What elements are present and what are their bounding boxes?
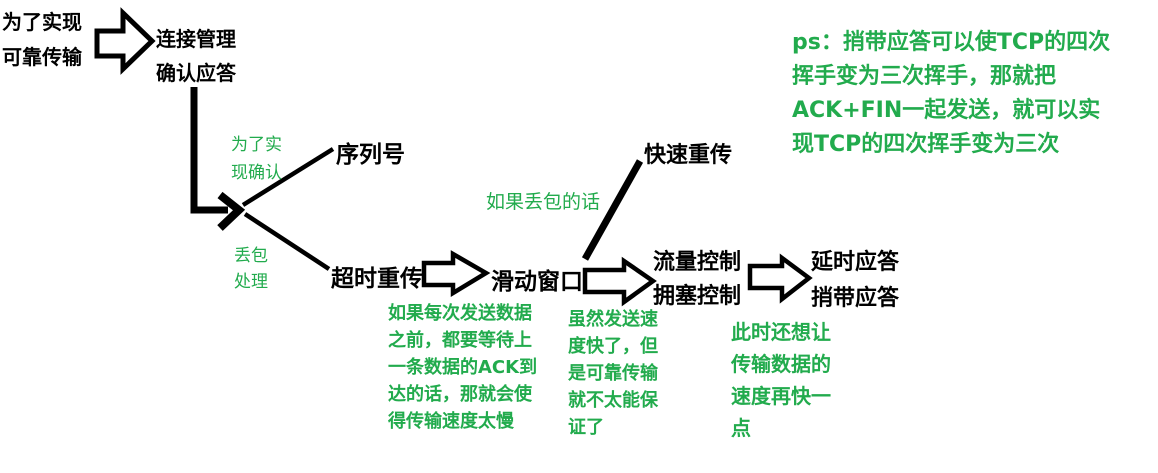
note-window-drawback: 虽然发送速 度快了，但 是可靠传输 就不太能保 证了: [568, 306, 658, 441]
note-window-line1: 虽然发送速: [568, 309, 658, 330]
note-window-line2: 度快了，但: [568, 336, 658, 357]
node-delayed-piggyback: 延时应答 捎带应答: [811, 245, 899, 317]
edge-label-for-confirmation: 为了实 现确认: [231, 131, 282, 187]
note-timeout-line5: 得传输速度太慢: [388, 411, 514, 432]
node-connection-line1: 连接管理: [156, 27, 236, 51]
node-connection-mgmt: 连接管理 确认应答: [156, 22, 236, 90]
note-speed-line2: 传输数据的: [731, 352, 831, 376]
block-arrow-goal-to-connection: [94, 7, 156, 75]
edge-label-packet-loss: 丢包 处理: [234, 243, 268, 295]
note-speed-line1: 此时还想让: [731, 320, 831, 344]
line-window-to-fast-retransmit: [581, 159, 644, 261]
block-arrow-window-to-flow: [582, 256, 657, 307]
node-delayed-line1: 延时应答: [811, 250, 900, 275]
note-timeout-line4: 达的话，那就会使: [388, 384, 532, 405]
note-window-line3: 是可靠传输: [568, 363, 658, 384]
edge-label-packet-loss-line1: 丢包: [234, 246, 268, 266]
edge-label-if-packet-lost: 如果丢包的话: [486, 191, 601, 213]
note-timeout-drawback: 如果每次发送数据 之前，都要等待上 一条数据的ACK到 达的话，那就会使 得传输…: [388, 300, 537, 435]
block-arrow-timeout-to-window: [421, 250, 491, 297]
node-delayed-line2: 捎带应答: [811, 286, 900, 311]
edge-label-for-confirmation-line2: 现确认: [231, 163, 282, 183]
line-branch-to-sequence: [241, 147, 335, 207]
line-branch-to-timeout: [243, 212, 331, 271]
node-sliding-window: 滑动窗口: [491, 269, 583, 295]
note-ps-line1: ps：捎带应答可以使TCP的四次: [792, 30, 1111, 55]
node-goal: 为了实现 可靠传输: [2, 5, 82, 75]
node-fast-retransmit: 快速重传: [644, 143, 733, 168]
note-timeout-line3: 一条数据的ACK到: [388, 357, 538, 378]
note-speed-line4: 点: [731, 416, 751, 440]
block-arrow-flow-to-delayed: [747, 253, 813, 304]
note-speed-line3: 速度再快一: [731, 384, 831, 408]
node-flow-line1: 流量控制: [653, 250, 742, 275]
note-window-line5: 证了: [568, 417, 604, 438]
note-ps-line3: ACK+FIN一起发送，就可以实: [792, 98, 1101, 123]
elbow-line-connection-to-branch: [190, 87, 228, 214]
note-ps: ps：捎带应答可以使TCP的四次 挥手变为三次挥手，那就把 ACK+FIN一起发…: [792, 26, 1110, 162]
note-ps-line2: 挥手变为三次挥手，那就把: [792, 64, 1057, 89]
node-flow-line2: 拥塞控制: [653, 284, 742, 309]
note-window-line4: 就不太能保: [568, 390, 658, 411]
node-goal-line1: 为了实现: [2, 10, 82, 34]
node-sequence-number: 序列号: [336, 142, 405, 168]
node-connection-line2: 确认应答: [156, 61, 236, 85]
note-timeout-line2: 之前，都要等待上: [388, 330, 532, 351]
note-speed-wish: 此时还想让 传输数据的 速度再快一 点: [731, 316, 831, 444]
node-goal-line2: 可靠传输: [2, 45, 82, 69]
node-flow-congestion: 流量控制 拥塞控制: [653, 246, 741, 314]
branch-arrowhead-icon: [217, 191, 246, 231]
edge-label-for-confirmation-line1: 为了实: [231, 135, 282, 155]
note-timeout-line1: 如果每次发送数据: [388, 303, 532, 324]
edge-label-packet-loss-line2: 处理: [234, 272, 268, 292]
note-ps-line4: 现TCP的四次挥手变为三次: [792, 132, 1060, 157]
node-timeout-retransmit: 超时重传: [331, 266, 423, 292]
